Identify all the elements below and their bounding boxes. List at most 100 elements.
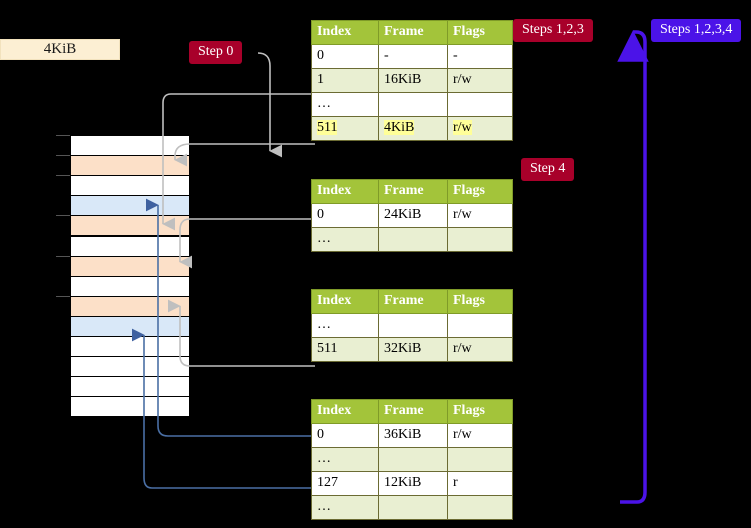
table-cell: … — [311, 495, 379, 520]
table-cell: r/w — [447, 337, 513, 362]
table-row: 511 4KiB r/w — [311, 116, 513, 141]
cell-flags: r/w — [453, 427, 472, 442]
table-cell: … — [311, 92, 379, 117]
table-cell: r — [447, 471, 513, 496]
cell-index: … — [317, 451, 331, 466]
column-header-flags: Flags — [447, 399, 513, 424]
table-row: … — [311, 92, 513, 117]
column-header-flags: Flags — [447, 179, 513, 204]
cell-index: … — [317, 499, 331, 514]
cell-index: 0 — [317, 427, 324, 442]
cell-index: 511 — [317, 341, 338, 356]
cell-frame: 4KiB — [384, 120, 415, 135]
cell-frame: 24KiB — [384, 207, 422, 222]
step0-badge: Step 0 — [189, 41, 243, 64]
cell-index: … — [317, 231, 331, 246]
cell-flags: r/w — [453, 120, 472, 135]
cell-frame: 12KiB — [384, 475, 422, 490]
steps1234-badge: Steps 1,2,3,4 — [651, 19, 742, 42]
memory-tick — [56, 255, 70, 257]
cell-index: 0 — [317, 207, 324, 222]
table-cell: 127 — [311, 471, 379, 496]
table-cell: r/w — [447, 423, 513, 448]
column-header-index: Index — [311, 179, 379, 204]
table-cell — [378, 92, 448, 117]
table-cell: r/w — [447, 68, 513, 93]
cell-frame: 16KiB — [384, 72, 422, 87]
table-cell: 1 — [311, 68, 379, 93]
table-cell — [378, 495, 448, 520]
table-cell — [447, 92, 513, 117]
memory-tick — [56, 175, 70, 177]
table-cell — [447, 227, 513, 252]
table-row: … — [311, 227, 513, 252]
table-row: … — [311, 495, 513, 520]
table-cell: - — [378, 44, 448, 69]
table-row: 1 16KiB r/w — [311, 68, 513, 93]
frame-size-label: 4KiB — [43, 41, 77, 57]
table-cell: 511 — [311, 116, 379, 141]
table-cell: 0 — [311, 44, 379, 69]
step0-label: Step 0 — [198, 44, 234, 59]
cell-flags: r/w — [453, 72, 472, 87]
cell-frame: - — [384, 48, 389, 63]
cell-flags: - — [453, 48, 458, 63]
column-header-flags: Flags — [447, 20, 513, 45]
table-cell: r/w — [447, 116, 513, 141]
column-header-frame: Frame — [378, 20, 448, 45]
table-row: 127 12KiB r — [311, 471, 513, 496]
table-cell: - — [447, 44, 513, 69]
table-cell: 36KiB — [378, 423, 448, 448]
cell-flags: r/w — [453, 341, 472, 356]
table-cell: … — [311, 227, 379, 252]
steps123-badge: Steps 1,2,3 — [513, 19, 593, 42]
table-cell — [447, 447, 513, 472]
memory-tick — [56, 215, 70, 217]
step4-badge: Step 4 — [521, 158, 575, 181]
table-cell: 12KiB — [378, 471, 448, 496]
column-header-index: Index — [311, 399, 379, 424]
table-row: 0 36KiB r/w — [311, 423, 513, 448]
table-cell — [378, 447, 448, 472]
column-header-index: Index — [311, 289, 379, 314]
step4-label: Step 4 — [530, 161, 566, 176]
memory-tick — [56, 135, 70, 136]
table-cell: 24KiB — [378, 203, 448, 228]
table-row: 511 32KiB r/w — [311, 337, 513, 362]
cell-frame: 36KiB — [384, 427, 422, 442]
table-cell — [378, 313, 448, 338]
steps1234-label: Steps 1,2,3,4 — [660, 22, 733, 37]
column-header-frame: Frame — [378, 399, 448, 424]
table-cell: 16KiB — [378, 68, 448, 93]
table-cell: 0 — [311, 423, 379, 448]
table-cell — [447, 495, 513, 520]
physical-memory-strip — [70, 135, 190, 418]
table-cell: … — [311, 447, 379, 472]
cell-index: … — [317, 96, 331, 111]
column-header-frame: Frame — [378, 179, 448, 204]
cell-frame: 32KiB — [384, 341, 422, 356]
column-header-flags: Flags — [447, 289, 513, 314]
memory-tick — [56, 295, 70, 297]
table-cell — [447, 313, 513, 338]
cell-index: 1 — [317, 72, 324, 87]
table-cell — [378, 227, 448, 252]
table-cell: 511 — [311, 337, 379, 362]
cell-index: … — [317, 317, 331, 332]
table-cell: 32KiB — [378, 337, 448, 362]
table-row: … — [311, 313, 513, 338]
table-cell: 0 — [311, 203, 379, 228]
cell-index: 0 — [317, 48, 324, 63]
frame-size-box: 4KiB — [0, 39, 120, 60]
cell-flags: r — [453, 475, 458, 490]
table-row: 0 - - — [311, 44, 513, 69]
table-row: … — [311, 447, 513, 472]
cell-index: 127 — [317, 475, 338, 490]
memory-tick — [56, 155, 70, 157]
column-header-frame: Frame — [378, 289, 448, 314]
